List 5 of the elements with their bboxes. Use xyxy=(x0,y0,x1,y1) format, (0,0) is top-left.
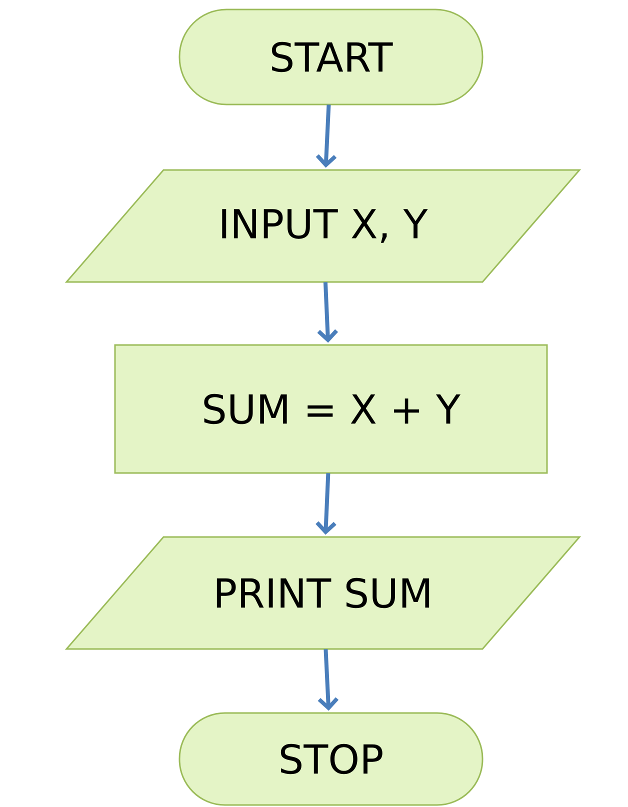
arrow xyxy=(318,649,339,711)
arrow xyxy=(317,282,338,343)
process-box: SUM = X + Y xyxy=(114,344,548,474)
arrow xyxy=(316,473,336,535)
arrow xyxy=(316,104,337,168)
